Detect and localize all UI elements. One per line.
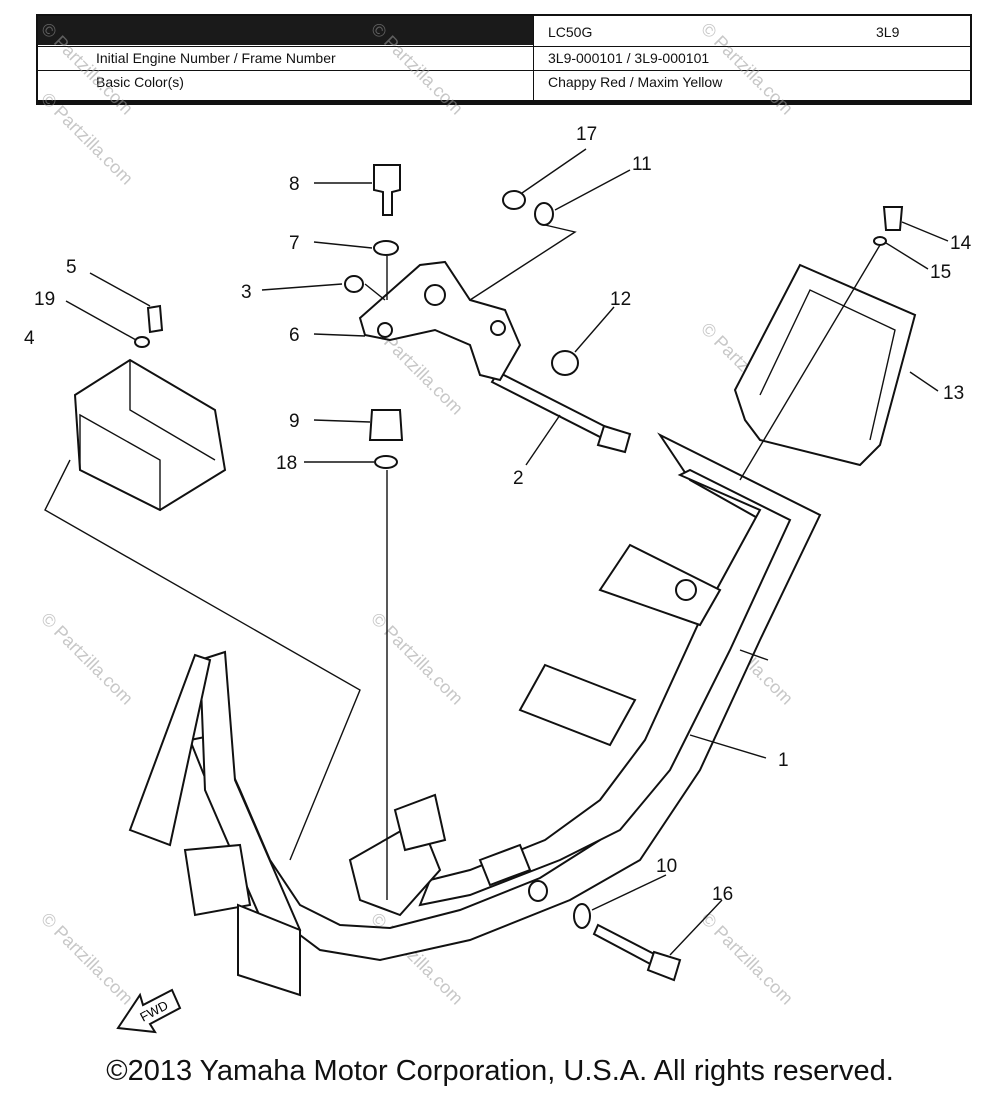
washer-18: [374, 455, 398, 469]
washer-10: [573, 903, 591, 929]
copyright-footer: ©2013 Yamaha Motor Corporation, U.S.A. A…: [106, 1055, 894, 1087]
callout-19: 19: [34, 289, 55, 310]
callout-13: 13: [943, 383, 964, 404]
callout-7: 7: [289, 233, 300, 254]
callout-8: 8: [289, 174, 300, 195]
frame-mount-hole: [675, 579, 697, 601]
callout-labels: 8 7 3 6 9 18 5 19 4 17 11 12 2 14 15 13 …: [24, 124, 972, 905]
header-table: LC50G 3L9 Initial Engine Number / Frame …: [36, 14, 972, 102]
washer-11: [534, 202, 554, 226]
callout-1: 1: [778, 750, 789, 771]
callout-4: 4: [24, 328, 35, 349]
hardware-parts: [134, 164, 904, 982]
callout-6: 6: [289, 325, 300, 346]
watermark: © Partzilla.com: [697, 909, 797, 1009]
engine-number-value: 3L9-000101 / 3L9-000101: [548, 50, 710, 66]
callout-11: 11: [632, 154, 652, 175]
spring-9: [368, 409, 404, 441]
collar-3: [344, 275, 364, 293]
callout-3: 3: [241, 282, 252, 303]
washer-15: [873, 236, 887, 246]
engine-number-label: Initial Engine Number / Frame Number: [96, 50, 336, 66]
bracket-hole: [424, 284, 446, 306]
watermark: © Partzilla.com: [697, 19, 797, 119]
callout-14: 14: [950, 233, 972, 254]
basic-color-label: Basic Color(s): [96, 74, 184, 90]
nut-frame: [528, 880, 548, 902]
engine-number-row: Initial Engine Number / Frame Number 3L9…: [38, 46, 970, 71]
callout-leaders: [65, 148, 949, 956]
bracket-hole: [377, 322, 393, 338]
bolt-8: [373, 164, 401, 216]
bracket-hole: [490, 320, 506, 336]
screw-5: [146, 304, 164, 334]
washer-7: [373, 240, 399, 256]
screw-14: [882, 206, 904, 231]
callout-2: 2: [513, 468, 524, 489]
header-title-row: LC50G 3L9: [38, 16, 970, 47]
frame-exploded-diagram: © Partzilla.com © Partzilla.com © Partzi…: [24, 19, 972, 1034]
basic-color-row: Basic Color(s) Chappy Red / Maxim Yellow: [38, 70, 970, 94]
bolt-16-head: [646, 950, 682, 982]
main-frame-part: [128, 432, 822, 997]
callout-10: 10: [656, 856, 677, 877]
callout-15: 15: [930, 262, 951, 283]
side-cover-part: [733, 263, 917, 467]
callout-12: 12: [610, 289, 631, 310]
bolt-16: [592, 923, 662, 968]
battery-box-part: [73, 358, 227, 512]
callout-18: 18: [276, 453, 297, 474]
engine-bracket-part: [358, 260, 522, 382]
header-title-bar: [38, 16, 533, 45]
long-bolt-part: [490, 370, 632, 454]
basic-color-value: Chappy Red / Maxim Yellow: [548, 74, 723, 90]
model-code: 3L9: [876, 24, 900, 40]
washer-19: [134, 336, 150, 348]
nut-17: [502, 190, 526, 210]
callout-5: 5: [66, 257, 77, 278]
collar-12: [551, 350, 579, 376]
watermark: © Partzilla.com: [367, 19, 467, 119]
watermark: © Partzilla.com: [37, 609, 137, 709]
callout-17: 17: [576, 124, 597, 145]
assembly-guide-lines: [44, 224, 881, 900]
header-rule: [36, 102, 972, 105]
header-divider: [533, 16, 534, 100]
callout-16: 16: [712, 884, 733, 905]
watermark: © Partzilla.com: [37, 909, 137, 1009]
model-name: LC50G: [548, 24, 593, 40]
callout-9: 9: [289, 411, 300, 432]
watermark: © Partzilla.com: [367, 609, 467, 709]
